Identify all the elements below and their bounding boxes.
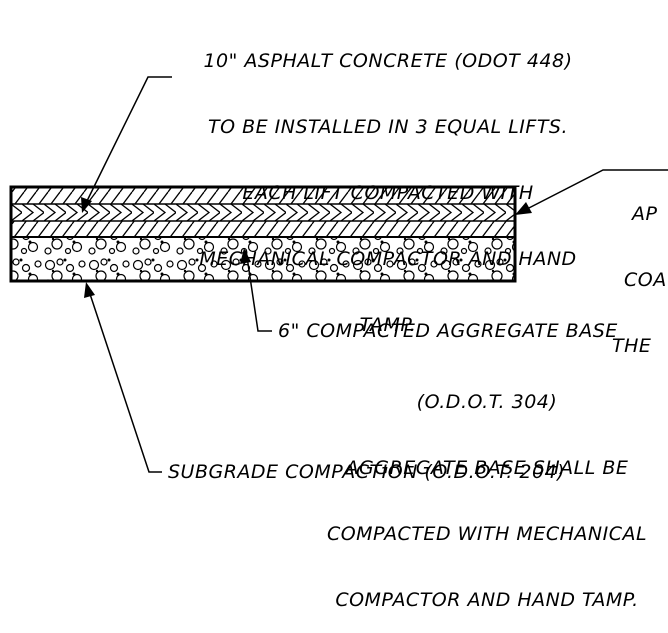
subgrade-leader [87,287,162,473]
asphalt-note: 10" ASPHALT CONCRETE (ODOT 448) TO BE IN… [168,6,608,358]
right-partial-note: AP COA THE [598,159,668,379]
right-partial-line-2: COA [624,269,667,291]
asphalt-note-line-5: TAMP. [359,314,417,336]
aggregate-leader [245,249,272,332]
pavement-layers [9,185,517,283]
asphalt-note-line-2: TO BE INSTALLED IN 3 EQUAL LIFTS. [207,116,569,138]
subgrade-note: SUBGRADE COMPACTION (O.D.O.T. 204) [168,461,566,483]
aggregate-arrowhead [240,248,251,264]
asphalt-leader [85,76,172,204]
aggregate-note-line-4: COMPACTOR AND HAND TAMP. [335,589,639,611]
aggregate-note-line-2: AGGREGATE BASE SHALL BE [345,457,629,479]
pavement-outline [9,185,517,283]
leaders [81,76,668,473]
subgrade-arrowhead [84,282,95,298]
asphalt-note-line-1: 10" ASPHALT CONCRETE (ODOT 448) [203,50,573,72]
right-partial-line-1: AP [632,203,658,225]
right-partial-line-3: THE [612,335,652,357]
asphalt-note-line-4: MECHANICAL COMPACTOR AND HAND [199,248,577,270]
asphalt-lift-top [11,187,515,204]
pavement-section-diagram [9,76,668,473]
asphalt-lift-bottom [11,221,515,237]
aggregate-note: (O.D.O.T. 304) AGGREGATE BASE SHALL BE C… [306,347,668,633]
asphalt-lift-middle [11,204,515,221]
aggregate-base-layer [11,237,515,281]
aggregate-note-title: 6" COMPACTED AGGREGATE BASE [278,320,618,342]
asphalt-arrowhead [81,197,92,213]
right-note-arrowhead [515,202,532,215]
aggregate-note-line-3: COMPACTED WITH MECHANICAL [326,523,648,545]
right-note-leader [524,169,668,211]
aggregate-note-line-1: (O.D.O.T. 304) [416,391,558,413]
asphalt-note-line-3: EACH LIFT COMPACTED WITH [242,182,534,204]
